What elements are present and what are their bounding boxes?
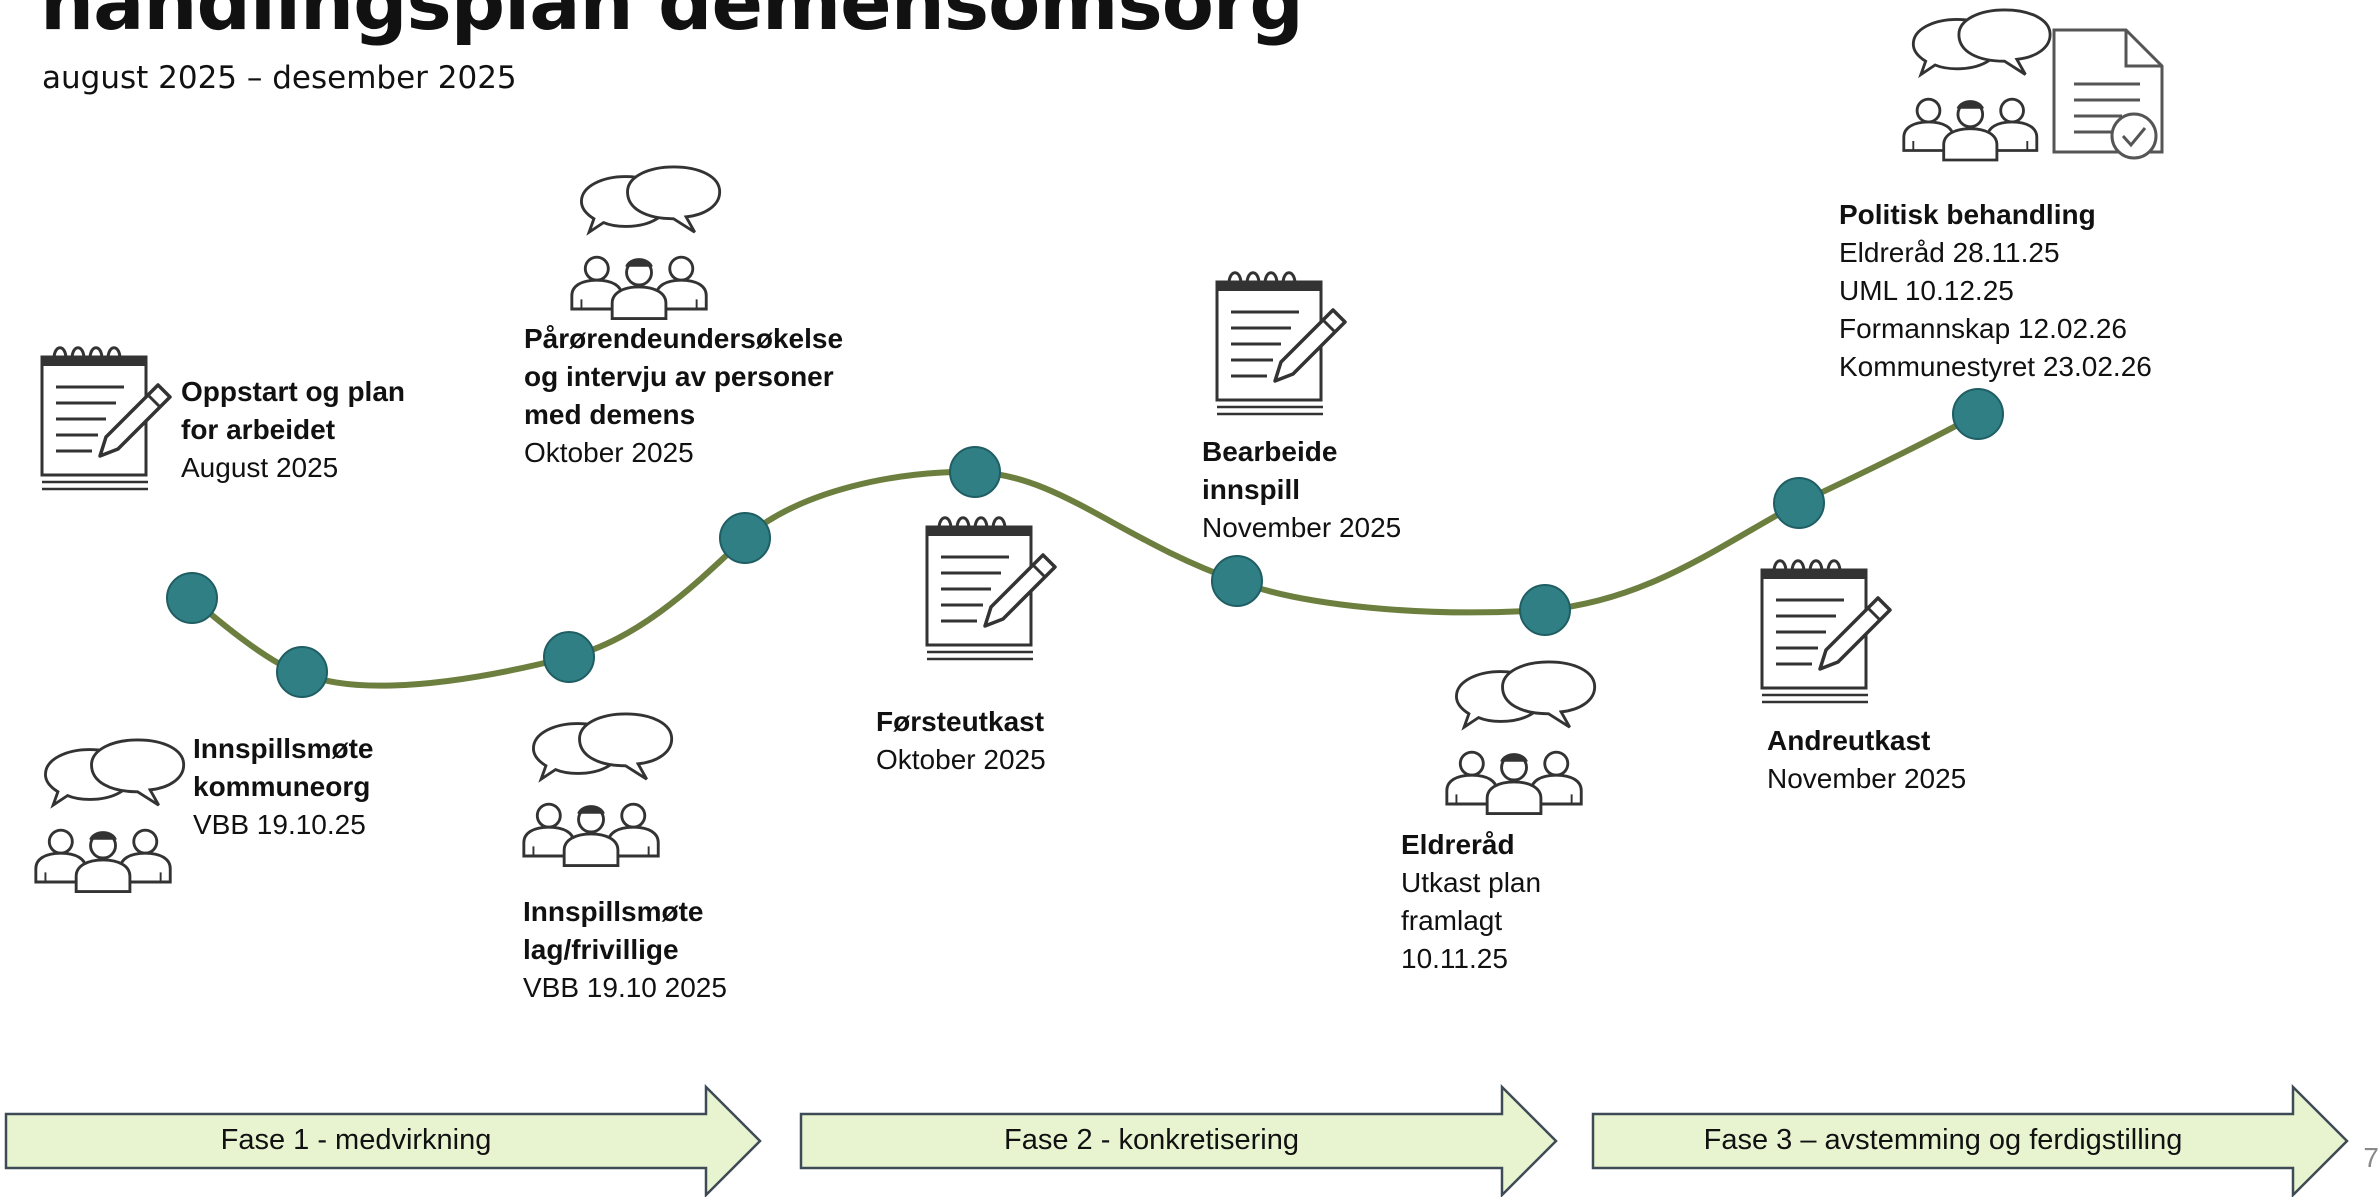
meeting-group-icon: [1445, 660, 1597, 816]
phase-arrow-2: [799, 1083, 1558, 1197]
document-pen-icon: [40, 346, 172, 491]
phase-arrow-3: [1591, 1083, 2349, 1197]
phase-arrow-1: [4, 1083, 762, 1197]
milestone-name: Andreutkast: [1767, 725, 1931, 756]
milestone-detail: Oktober 2025: [524, 437, 694, 468]
milestone-detail: November 2025: [1202, 512, 1402, 543]
milestone-node-2: [276, 646, 328, 698]
milestone-name: Pårørendeundersøkelse og intervju av per…: [524, 323, 844, 430]
milestone-node-5: [949, 446, 1001, 498]
milestone-detail: VBB 19.10.25: [193, 809, 366, 840]
milestone-node-7: [1519, 584, 1571, 636]
milestone-name: Eldreråd: [1401, 829, 1515, 860]
meeting-group-icon: [34, 738, 186, 894]
milestone-detail: VBB 19.10 2025: [523, 972, 727, 1003]
document-pen-icon: [925, 516, 1057, 661]
phase-label-1: Fase 1 - medvirkning: [220, 1124, 492, 1156]
milestone-name: Førsteutkast: [876, 706, 1045, 737]
milestone-detail: August 2025: [181, 452, 339, 483]
page-number: 7: [2363, 1142, 2379, 1173]
milestone-label-1: Oppstart og plan for arbeidet August 202…: [181, 373, 405, 487]
milestone-label-5: Førsteutkast Oktober 2025: [876, 703, 1046, 779]
milestone-node-6: [1211, 555, 1263, 607]
phase-label-2: Fase 2 - konkretisering: [1004, 1124, 1299, 1156]
milestone-node-1: [166, 572, 218, 624]
page-title: handlingsplan demensomsorg: [40, 0, 1304, 47]
meeting-group-icon: [522, 712, 674, 868]
milestone-label-6: Bearbeide innspill November 2025: [1202, 433, 1401, 547]
phase-label-3: Fase 3 – avstemming og ferdigstilling: [1703, 1124, 2183, 1156]
milestone-label-8: Andreutkast November 2025: [1767, 722, 1966, 798]
milestone-node-8: [1773, 477, 1825, 529]
milestone-detail: Oktober 2025: [876, 744, 1046, 775]
page-subtitle: august 2025 – desember 2025: [42, 60, 517, 96]
timeline-path: [189, 411, 1981, 689]
milestone-detail: Eldreråd 28.11.25 UML 10.12.25 Formannsk…: [1839, 237, 2152, 382]
milestone-label-9: Politisk behandling Eldreråd 28.11.25 UM…: [1839, 196, 2152, 386]
document-pen-icon: [1760, 559, 1892, 704]
document-pen-icon: [1215, 271, 1347, 416]
milestone-label-2: Innspillsmøte kommuneorg VBB 19.10.25: [193, 730, 373, 844]
milestone-detail: Utkast plan framlagt 10.11.25: [1401, 867, 1542, 974]
milestone-node-3: [543, 631, 595, 683]
milestone-label-3: Innspillsmøte lag/frivillige VBB 19.10 2…: [523, 893, 727, 1007]
milestone-name: Innspillsmøte lag/frivillige: [523, 896, 704, 965]
meeting-approved-document-icon: [1902, 8, 2164, 162]
milestone-node-4: [719, 512, 771, 564]
milestone-node-9: [1952, 388, 2004, 440]
meeting-group-icon: [1902, 8, 2052, 162]
milestone-name: Politisk behandling: [1839, 199, 2096, 230]
meeting-group-icon: [570, 165, 722, 321]
milestone-detail: November 2025: [1767, 763, 1967, 794]
milestone-name: Innspillsmøte kommuneorg: [193, 733, 374, 802]
milestone-name: Bearbeide innspill: [1202, 436, 1338, 505]
milestone-name: Oppstart og plan for arbeidet: [181, 376, 405, 445]
milestone-label-7: Eldreråd Utkast plan framlagt 10.11.25: [1401, 826, 1541, 978]
approved-document-icon: [2052, 28, 2164, 160]
milestone-label-4: Pårørendeundersøkelse og intervju av per…: [524, 320, 843, 472]
